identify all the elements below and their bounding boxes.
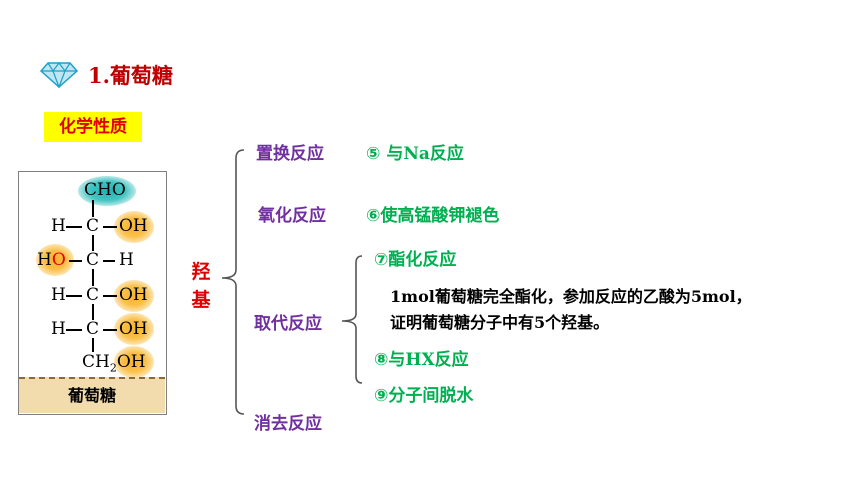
bond (92, 235, 94, 251)
item-number: ⑧ (374, 350, 389, 370)
note-text: 5 (534, 313, 546, 332)
atom-ch2-sub: 2 (109, 361, 117, 375)
item-number: ⑨ (374, 386, 389, 406)
hydroxyl-highlight-1 (114, 211, 154, 243)
item-number: ⑥ (366, 206, 381, 226)
hydroxyl-highlight-4 (114, 313, 154, 345)
reaction-item-6: ⑥使高锰酸钾褪色 (366, 201, 499, 226)
atom-ch2-ch: CH (82, 352, 110, 372)
item-formula: Na (403, 144, 430, 164)
hydroxyl-label-char: 羟 (191, 261, 211, 283)
item-formula: HX (405, 350, 435, 370)
note-text: 个羟基。 (545, 313, 610, 332)
atom-c: C (86, 319, 100, 339)
reaction-item-5: ⑤ 与Na反应 (366, 139, 464, 164)
bond (66, 329, 82, 331)
reaction-item-8: ⑧与HX反应 (374, 345, 469, 370)
atom-h: H (51, 216, 66, 236)
atom-cho: CHO (84, 180, 126, 200)
item-text: 反应 (429, 144, 464, 164)
atom-h: H (119, 250, 134, 270)
bond (66, 226, 82, 228)
note-line-2: 证明葡萄糖分子中有5个羟基。 (390, 310, 752, 336)
reaction-item-7: ⑦酯化反应 (374, 245, 456, 270)
note-text: 葡萄糖完全酯化，参加反应的乙酸为 (434, 287, 691, 306)
note-text: ， (735, 287, 752, 306)
note-text: 1mol (390, 287, 435, 306)
hydroxyl-label: 羟 基 (188, 258, 214, 314)
bond (103, 226, 117, 228)
reaction-type-oxidation: 氧化反应 (258, 206, 326, 226)
bond (92, 304, 94, 320)
reaction-type-elimination: 消去反应 (254, 414, 322, 434)
item-text: 酯化反应 (388, 250, 457, 270)
item-number: ⑤ (366, 144, 381, 164)
bond (92, 200, 94, 217)
bond (103, 260, 115, 262)
atom-oh: OH (119, 319, 148, 339)
molecule-label: 葡萄糖 (19, 377, 165, 413)
item-number: ⑦ (374, 250, 389, 270)
atom-h: H (51, 319, 66, 339)
bond (66, 295, 82, 297)
atom-c: C (86, 216, 100, 236)
reaction-item-9: ⑨分子间脱水 (374, 381, 473, 406)
section-badge: 化学性质 (44, 112, 142, 142)
note-line-1: 1mol葡萄糖完全酯化，参加反应的乙酸为5mol， (390, 284, 752, 310)
bond (103, 295, 117, 297)
atom-oh: OH (119, 285, 148, 305)
note-text: 证明葡萄糖分子中有 (390, 313, 535, 332)
substitution-bracket (341, 255, 363, 384)
atom-ch2oh: CH2OH (82, 352, 146, 374)
bond (103, 329, 117, 331)
diamond-icon (40, 62, 78, 88)
bond (92, 269, 94, 286)
reaction-type-substitution: 取代反应 (254, 314, 322, 334)
main-bracket (221, 149, 245, 415)
page-title: 1.葡萄糖 (88, 63, 173, 88)
bond (92, 338, 94, 352)
hydroxyl-highlight-2 (36, 244, 74, 276)
item-text: 与 (380, 144, 404, 164)
atom-ho-h: H (37, 250, 52, 270)
hydroxyl-highlight-5 (114, 346, 154, 378)
bond (69, 260, 82, 262)
atom-h: H (51, 285, 66, 305)
atom-c: C (86, 285, 100, 305)
note-text: 5mol (690, 287, 736, 306)
item-text: 反应 (434, 350, 469, 370)
hydroxyl-label-char: 基 (191, 289, 211, 311)
atom-ch2-oh: OH (116, 352, 146, 372)
item-text: 使高锰酸钾褪色 (380, 206, 500, 226)
atom-ho: HO (37, 250, 66, 270)
esterification-note: 1mol葡萄糖完全酯化，参加反应的乙酸为5mol， 证明葡萄糖分子中有5个羟基。 (390, 284, 752, 336)
atom-c: C (86, 250, 100, 270)
reaction-type-displacement: 置换反应 (256, 144, 324, 164)
aldehyde-highlight (78, 176, 136, 206)
item-text: 与 (388, 350, 406, 370)
item-text: 分子间脱水 (388, 386, 474, 406)
atom-oh: OH (119, 216, 148, 236)
hydroxyl-highlight-3 (114, 280, 154, 312)
atom-ho-o: O (51, 250, 66, 270)
